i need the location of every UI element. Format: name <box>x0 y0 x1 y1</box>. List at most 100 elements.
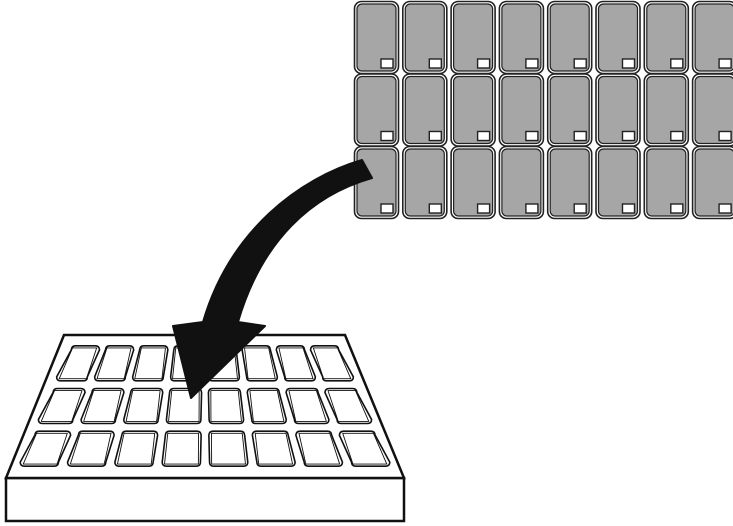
card <box>353 145 400 220</box>
tray-slot-inner <box>125 390 161 422</box>
card-tab <box>670 130 684 142</box>
card-body <box>646 148 687 217</box>
card-tab <box>670 58 684 69</box>
card-body <box>404 75 445 145</box>
card-body <box>549 75 590 145</box>
card <box>353 0 400 75</box>
card-tab <box>525 130 539 142</box>
card-tab <box>476 203 491 214</box>
tray-slot-inner <box>298 432 341 465</box>
tray-slot <box>37 387 86 425</box>
card-grid <box>353 0 733 220</box>
tray-slot-inner <box>58 347 98 380</box>
card-body <box>356 3 397 72</box>
card <box>643 73 690 147</box>
tray-slot-inner <box>288 390 327 422</box>
tray-slot-inner <box>278 347 314 380</box>
card <box>595 73 641 147</box>
card-tab <box>428 130 442 142</box>
tray-slot-inner <box>83 390 122 422</box>
card-tab <box>476 130 491 142</box>
tray <box>4 333 406 523</box>
card-body <box>453 3 494 72</box>
tray-slot <box>161 430 202 467</box>
card <box>595 0 641 75</box>
tray-slot-inner <box>96 347 132 380</box>
card-tab <box>525 203 539 214</box>
card-tab <box>718 58 732 69</box>
tray-slot-inner <box>312 347 352 380</box>
tray-slot-inner <box>116 432 156 465</box>
card-tab <box>476 58 491 69</box>
tray-slot <box>207 387 245 425</box>
card <box>498 0 545 75</box>
tray-slot <box>122 387 164 425</box>
tray-slot-inner <box>134 347 166 380</box>
card-tab <box>718 203 732 214</box>
card-body <box>404 3 445 72</box>
card-body <box>597 3 639 72</box>
tray-slot-inner <box>210 390 242 422</box>
curved-arrow-icon <box>172 159 373 399</box>
tray-slot <box>246 387 288 425</box>
card <box>643 0 690 75</box>
card-body <box>694 3 733 72</box>
tray-slot <box>114 430 159 467</box>
tray-slot-inner <box>164 432 199 465</box>
tray-slot-inner <box>327 390 370 422</box>
card-body <box>597 148 639 217</box>
tray-slot-inner <box>40 390 83 422</box>
card-tab <box>718 130 732 142</box>
card-body <box>453 75 494 145</box>
card-body <box>404 148 445 217</box>
card-tab <box>380 203 394 214</box>
tray-slot <box>295 430 344 467</box>
card-tab <box>428 203 442 214</box>
card-body <box>453 148 494 217</box>
card-body <box>694 148 733 217</box>
tray-slot-inner <box>22 432 68 465</box>
tray-slot <box>131 345 169 382</box>
card <box>498 145 545 220</box>
card <box>691 73 733 147</box>
card <box>546 73 593 147</box>
card-body <box>501 148 542 217</box>
card <box>401 145 448 220</box>
card-tab <box>621 130 636 142</box>
card <box>450 73 496 147</box>
tray-slot <box>324 387 373 425</box>
card-body <box>356 75 397 145</box>
card <box>546 145 593 220</box>
card <box>691 0 733 75</box>
tray-front-face <box>4 476 406 523</box>
card <box>450 0 496 75</box>
card <box>691 145 733 220</box>
tray-slot-inner <box>69 432 112 465</box>
card-tab <box>525 58 539 69</box>
tray-slot-inner <box>244 347 276 380</box>
tray-slot-inner <box>249 390 285 422</box>
card <box>595 145 641 220</box>
tray-slot <box>208 430 249 467</box>
card <box>401 73 448 147</box>
card-body <box>646 3 687 72</box>
card-tab <box>380 58 394 69</box>
card-tab <box>670 203 684 214</box>
card-body <box>501 75 542 145</box>
card-body <box>694 75 733 145</box>
card-body <box>549 148 590 217</box>
card-tab <box>573 58 587 69</box>
card-body <box>501 3 542 72</box>
card <box>546 0 593 75</box>
tray-slot-inner <box>211 432 246 465</box>
card-tab <box>573 203 587 214</box>
card <box>401 0 448 75</box>
tray-slot <box>338 430 391 467</box>
card-body <box>597 75 639 145</box>
tray-slot <box>66 430 115 467</box>
card-tab <box>428 58 442 69</box>
card <box>498 73 545 147</box>
card-tab <box>621 58 636 69</box>
card <box>353 73 400 147</box>
